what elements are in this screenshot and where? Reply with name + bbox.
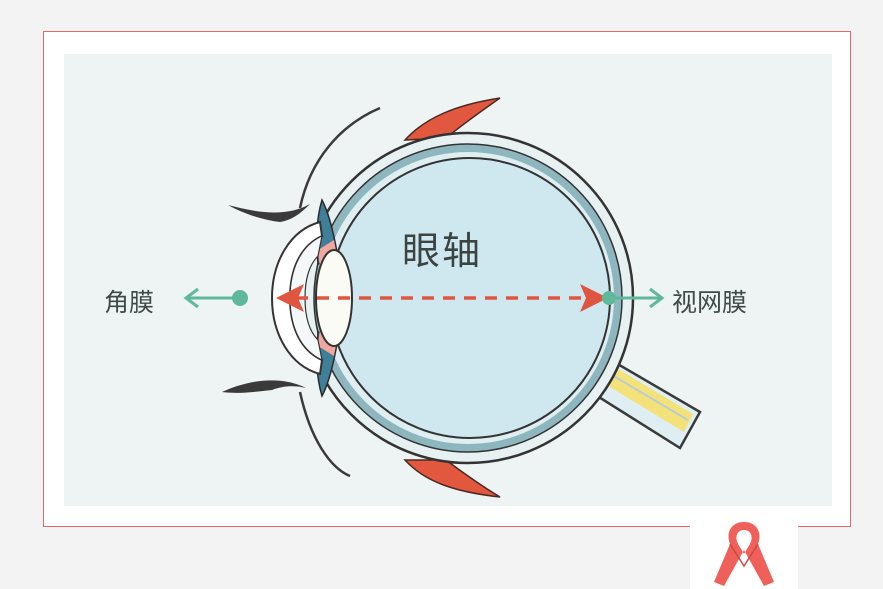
cornea-pointer xyxy=(183,287,248,309)
upper-eyelash xyxy=(228,204,310,222)
lower-eyelash xyxy=(222,380,306,393)
retina-label: 视网膜 xyxy=(672,288,748,317)
retina-pointer xyxy=(602,287,665,309)
cornea-label: 角膜 xyxy=(104,288,155,317)
ribbon-badge xyxy=(690,520,798,589)
upper-eye-muscle xyxy=(403,97,501,141)
eye-axis-label: 眼轴 xyxy=(402,229,483,273)
lens xyxy=(315,249,353,347)
eye-axis-arrow xyxy=(276,284,608,312)
awareness-ribbon-icon xyxy=(714,522,774,586)
upper-orbit-line xyxy=(298,106,381,209)
lower-eye-muscle xyxy=(403,459,501,498)
lower-orbit-line xyxy=(298,391,351,478)
